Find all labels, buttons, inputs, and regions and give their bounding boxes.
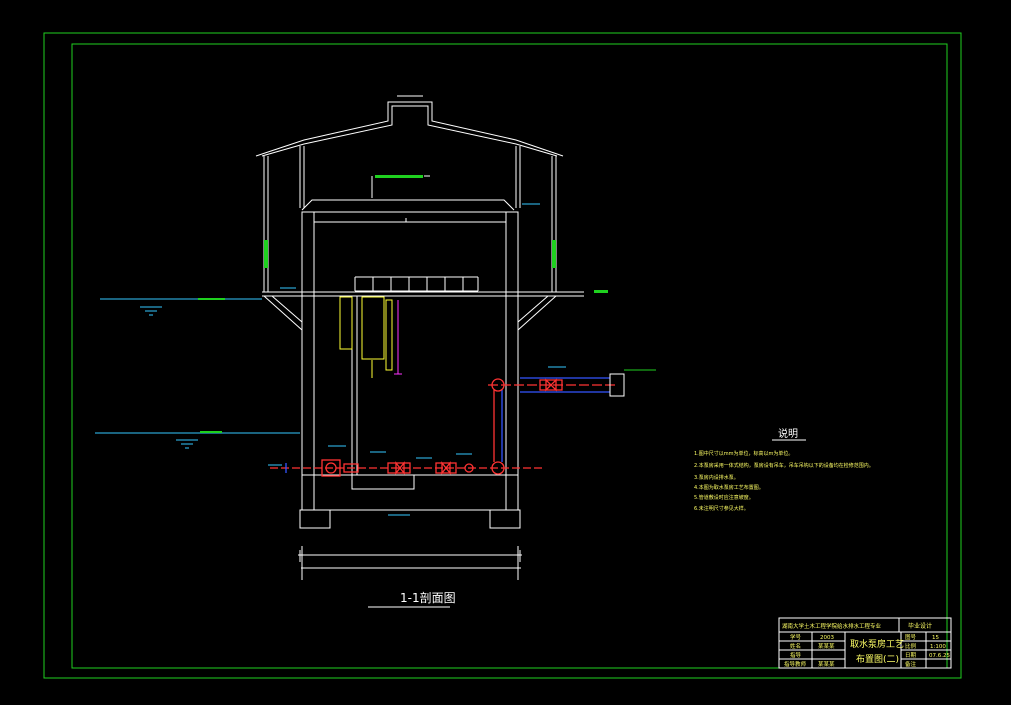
note-3: 3.泵房内设排水泵。 <box>694 474 739 481</box>
note-4: 4.本图为取水泵房工艺布置图。 <box>694 484 764 491</box>
note-1: 1.图中尺寸以mm为单位，标高以m为单位。 <box>694 450 793 457</box>
title-block: 湖南大学土木工程学院给水排水工程专业 毕业设计 取水泵房工艺 布置图(二) 学号… <box>778 617 952 669</box>
ladder-left <box>339 296 353 350</box>
project-type: 毕业设计 <box>908 622 932 630</box>
pipeline <box>270 369 656 477</box>
railing <box>354 276 479 292</box>
operating-floor <box>262 290 608 475</box>
foundation-slab <box>301 474 519 511</box>
sump-pit <box>351 474 415 490</box>
note-6: 6.未注明尺寸参见大样。 <box>694 505 749 512</box>
drawing-name-line1: 取水泵房工艺 <box>850 638 904 650</box>
value-student-id: 2003 <box>820 635 834 641</box>
note-5: 5.管道敷设时应注意坡度。 <box>694 494 754 501</box>
value-advisor-teacher: 某某某 <box>818 661 835 668</box>
label-drawing-no: 图号 <box>905 633 917 641</box>
label-remarks: 备注 <box>905 660 917 668</box>
note-2: 2.本泵房采用一体式结构，泵房设有吊车，吊车吊钩以下的设备均在检修范围内。 <box>694 462 874 469</box>
value-name: 某某某 <box>818 643 835 650</box>
label-student-id: 学号 <box>790 633 802 641</box>
roof <box>255 95 564 292</box>
label-scale: 比例 <box>905 642 917 650</box>
label-name: 姓名 <box>790 642 801 650</box>
window-left <box>264 240 268 268</box>
ladder-center <box>361 296 385 360</box>
value-date: 07.6.25 <box>929 653 950 659</box>
section-title: 1-1剖面图 <box>400 591 456 605</box>
wall-right <box>505 211 519 511</box>
window-right <box>552 240 556 268</box>
label-advisor-teacher: 指导教师 <box>784 660 807 668</box>
crane-beam <box>301 175 515 223</box>
outer-frame <box>43 32 962 679</box>
wall-left <box>301 211 315 511</box>
water-level-low <box>95 431 300 449</box>
water-level-high <box>100 298 262 316</box>
value-drawing-no: 15 <box>932 635 939 641</box>
annotations <box>268 203 566 580</box>
ladder-right <box>385 299 393 371</box>
footing-left <box>299 509 331 529</box>
inner-frame <box>71 43 948 669</box>
footing-right <box>489 509 521 529</box>
value-scale: 1:100 <box>930 644 946 650</box>
notes-title: 说明 <box>778 427 798 440</box>
label-advisor: 指导 <box>790 651 802 659</box>
drawing-name-line2: 布置图(二) <box>856 653 899 665</box>
label-date: 日期 <box>905 652 917 659</box>
notes-list: 1.图中尺寸以mm为单位，标高以m为单位。 2.本泵房采用一体式结构，泵房设有吊… <box>694 450 874 512</box>
institution-name: 湖南大学土木工程学院给水排水工程专业 <box>782 622 882 630</box>
